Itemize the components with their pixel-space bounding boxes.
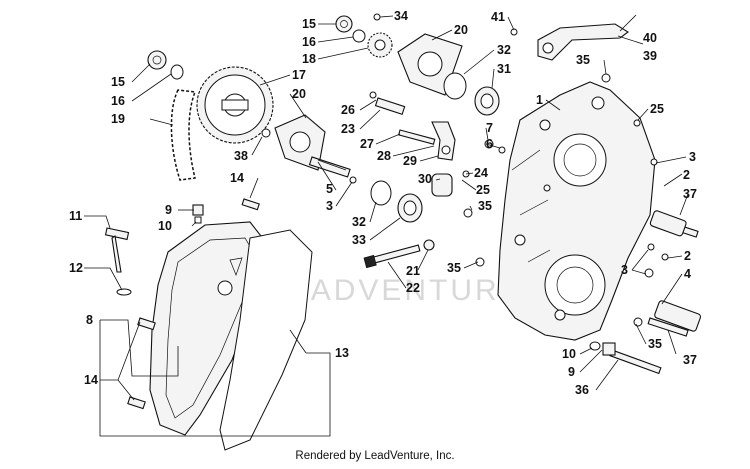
callout-36: 36 bbox=[575, 383, 589, 397]
callout-31: 31 bbox=[497, 62, 511, 76]
callout-25a: 25 bbox=[650, 102, 664, 116]
gearcase-housing bbox=[497, 81, 656, 341]
screw-14-mid bbox=[137, 317, 156, 331]
callout-20b: 20 bbox=[292, 87, 306, 101]
callout-2a: 2 bbox=[683, 168, 690, 182]
callout-24: 24 bbox=[474, 166, 488, 180]
nut-washer-top bbox=[335, 13, 381, 43]
callout-11: 11 bbox=[69, 209, 82, 223]
watermark-text: LEADVENTURE bbox=[268, 274, 523, 307]
callout-23: 23 bbox=[341, 122, 355, 136]
callout-28: 28 bbox=[377, 149, 391, 163]
callout-15a: 15 bbox=[302, 17, 316, 31]
callout-20a: 20 bbox=[454, 23, 468, 37]
dipstick bbox=[104, 227, 132, 296]
callout-labels: 15 34 16 18 20 41 40 39 15 16 17 19 20 3… bbox=[69, 9, 697, 397]
small-hardware bbox=[261, 28, 669, 327]
callout-18: 18 bbox=[302, 52, 316, 66]
callout-39: 39 bbox=[643, 49, 657, 63]
callout-3a: 3 bbox=[689, 150, 696, 164]
callout-16b: 16 bbox=[111, 94, 125, 108]
fitting-4 bbox=[654, 300, 702, 332]
callout-2b: 2 bbox=[684, 249, 691, 263]
callout-5: 5 bbox=[326, 182, 333, 196]
callout-26: 26 bbox=[341, 103, 355, 117]
drive-chain bbox=[170, 89, 197, 181]
small-sprocket bbox=[367, 32, 393, 58]
pin-23 bbox=[374, 97, 406, 115]
callout-10b: 10 bbox=[562, 347, 576, 361]
callout-35a: 35 bbox=[576, 53, 590, 67]
callout-41: 41 bbox=[491, 10, 505, 24]
footer-credit: Rendered by LeadVenture, Inc. bbox=[295, 450, 455, 462]
callout-9a: 9 bbox=[165, 203, 172, 217]
callout-29: 29 bbox=[403, 154, 417, 168]
callout-6: 6 bbox=[486, 137, 493, 151]
tensioner-arm-29 bbox=[431, 121, 456, 161]
plug-9-bottom bbox=[589, 341, 616, 356]
callout-32a: 32 bbox=[497, 43, 511, 57]
callout-12: 12 bbox=[69, 261, 83, 275]
callout-10a: 10 bbox=[158, 219, 172, 233]
callout-3c: 3 bbox=[621, 263, 628, 277]
callout-21: 21 bbox=[406, 264, 420, 278]
chaincase-cover bbox=[149, 221, 269, 436]
bearing-33 bbox=[370, 180, 423, 223]
bearing-31 bbox=[443, 72, 500, 116]
callout-30: 30 bbox=[418, 172, 432, 186]
callout-7: 7 bbox=[486, 121, 493, 135]
roller-30 bbox=[431, 173, 453, 197]
callout-13: 13 bbox=[335, 346, 349, 360]
callout-3b: 3 bbox=[326, 199, 333, 213]
callout-32b: 32 bbox=[352, 215, 366, 229]
callout-22: 22 bbox=[406, 281, 420, 295]
large-sprocket bbox=[196, 66, 274, 144]
nut-washer-left bbox=[147, 50, 184, 80]
callout-8: 8 bbox=[86, 313, 93, 327]
callout-19: 19 bbox=[111, 112, 125, 126]
plug-9-top bbox=[192, 204, 204, 224]
callout-37a: 37 bbox=[683, 187, 697, 201]
callout-16a: 16 bbox=[302, 35, 316, 49]
callout-1: 1 bbox=[536, 93, 543, 107]
nut-21 bbox=[423, 239, 435, 251]
callout-9b: 9 bbox=[568, 365, 575, 379]
callout-38: 38 bbox=[234, 149, 248, 163]
bolt-37-lower bbox=[647, 317, 689, 337]
callout-17: 17 bbox=[292, 68, 306, 82]
cover-gasket bbox=[219, 229, 313, 451]
fitting-2 bbox=[649, 210, 687, 237]
callout-40: 40 bbox=[643, 31, 657, 45]
bolt-27 bbox=[398, 129, 436, 145]
callout-14a: 14 bbox=[230, 171, 244, 185]
bolt-36 bbox=[609, 349, 662, 375]
shaft-5 bbox=[308, 156, 351, 178]
callout-37b: 37 bbox=[683, 353, 697, 367]
leader-lines bbox=[84, 14, 689, 437]
bolt-22 bbox=[363, 244, 421, 269]
callout-34: 34 bbox=[394, 9, 408, 23]
callout-25b: 25 bbox=[476, 183, 490, 197]
screw-14-bottom bbox=[127, 396, 146, 410]
callout-27: 27 bbox=[360, 137, 374, 151]
callout-35b: 35 bbox=[478, 199, 492, 213]
screw-14-top bbox=[241, 198, 260, 211]
callout-15b: 15 bbox=[111, 75, 125, 89]
bearing-plate-lower bbox=[274, 114, 326, 171]
callout-35d: 35 bbox=[648, 337, 662, 351]
mounting-bracket bbox=[537, 23, 629, 61]
callout-33: 33 bbox=[352, 233, 366, 247]
callout-14b: 14 bbox=[84, 373, 98, 387]
callout-4: 4 bbox=[684, 267, 691, 281]
callout-35c: 35 bbox=[447, 261, 461, 275]
